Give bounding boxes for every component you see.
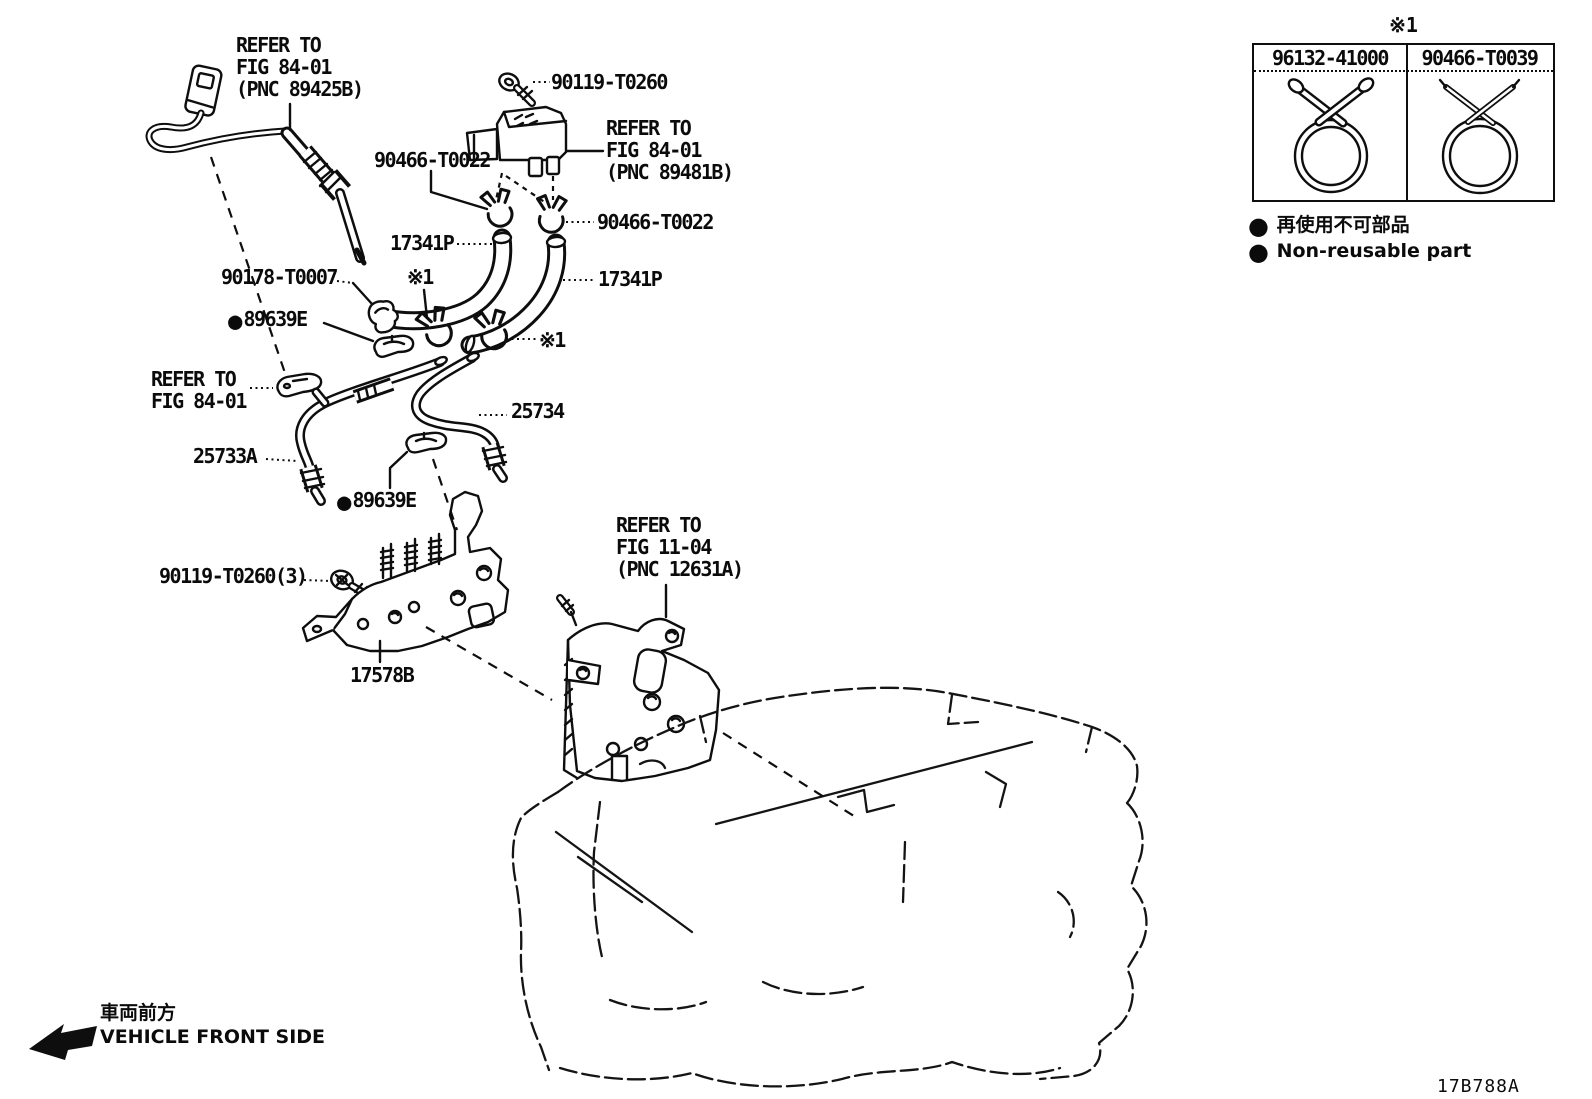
label-part-90466-t0022-right[interactable]: 90466-T0022 <box>597 210 714 234</box>
clamp-table: 96132-41000 90466-T0039 <box>1252 43 1555 202</box>
clamp-table-col1-part[interactable]: 96132-41000 <box>1272 46 1389 70</box>
label-part-89639e-bottom[interactable]: ●89639E <box>337 488 417 516</box>
hose-clamp-mark2-icon <box>473 308 508 351</box>
engine-outline-drawing <box>511 686 1148 1088</box>
fuel-pipe-25733a-drawing <box>295 355 448 506</box>
non-reusable-bullet: ● <box>337 488 352 516</box>
hose-clamp-right-icon <box>536 194 568 234</box>
front-arrow-icon <box>29 1024 97 1060</box>
label-part-90178-t0007[interactable]: 90178-T0007 <box>221 265 338 289</box>
label-part-89639e-top[interactable]: ●89639E <box>228 307 308 335</box>
label-refer-fig-11-04: REFER TO FIG 11-04 (PNC 12631A) <box>616 513 744 581</box>
o2-sensor-drawing <box>145 64 367 266</box>
hose-right-drawing <box>460 233 567 355</box>
label-part-90119-t0260-3[interactable]: 90119-T0260(3) <box>159 564 308 588</box>
grommet-drawing <box>367 300 399 334</box>
clamp-table-art <box>1287 77 1521 195</box>
leader-lines <box>250 81 668 664</box>
dashed-links <box>209 156 858 819</box>
bolt-icon-top <box>498 72 536 107</box>
clamp-table-col2-part[interactable]: 90466-T0039 <box>1421 46 1539 70</box>
front-side-jp: 車両前方 <box>100 1002 177 1024</box>
clip-top-drawing <box>373 334 415 358</box>
fuel-pipe-25734-drawing <box>410 351 508 483</box>
vsv-valve-drawing <box>465 105 568 178</box>
figure-code: 17B788A <box>1437 1076 1520 1097</box>
non-reusable-bullet: ● <box>1248 212 1269 240</box>
non-reusable-bullet: ● <box>1248 238 1269 266</box>
label-refer-fig-84-01-b: REFER TO FIG 84-01 (PNC 89481B) <box>606 116 734 184</box>
label-part-25734[interactable]: 25734 <box>511 399 565 423</box>
legend-non-reusable-jp: ● 再使用不可部品 <box>1248 212 1410 240</box>
non-reusable-bullet: ● <box>228 307 243 335</box>
label-part-17341p-right[interactable]: 17341P <box>598 267 663 291</box>
bracket-12631a-drawing <box>556 594 721 783</box>
clamp-table-divider <box>1406 45 1408 200</box>
label-part-17578b[interactable]: 17578B <box>350 663 415 687</box>
label-mark2: ※1 <box>539 328 566 352</box>
refer-bracket-drawing <box>276 372 323 398</box>
label-part-17341p-left[interactable]: 17341P <box>390 231 455 255</box>
label-mark1: ※1 <box>407 265 434 289</box>
label-refer-fig-84-01-a: REFER TO FIG 84-01 (PNC 89425B) <box>236 33 364 101</box>
clamp-table-mark: ※1 <box>1389 13 1418 37</box>
bracket-17578b-drawing <box>301 490 510 653</box>
front-side-en: VEHICLE FRONT SIDE <box>100 1026 326 1048</box>
label-part-25733a[interactable]: 25733A <box>193 444 258 468</box>
hose-clamp-left-icon <box>479 187 514 228</box>
label-refer-fig-84-01-c: REFER TO FIG 84-01 <box>151 367 247 413</box>
label-part-90119-t0260[interactable]: 90119-T0260 <box>551 70 668 94</box>
legend-non-reusable-en: ● Non-reusable part <box>1248 238 1472 266</box>
clamp-table-header-rule <box>1254 70 1553 72</box>
label-part-90466-t0022-left[interactable]: 90466-T0022 <box>374 148 491 172</box>
clip-bottom-drawing <box>405 431 448 454</box>
